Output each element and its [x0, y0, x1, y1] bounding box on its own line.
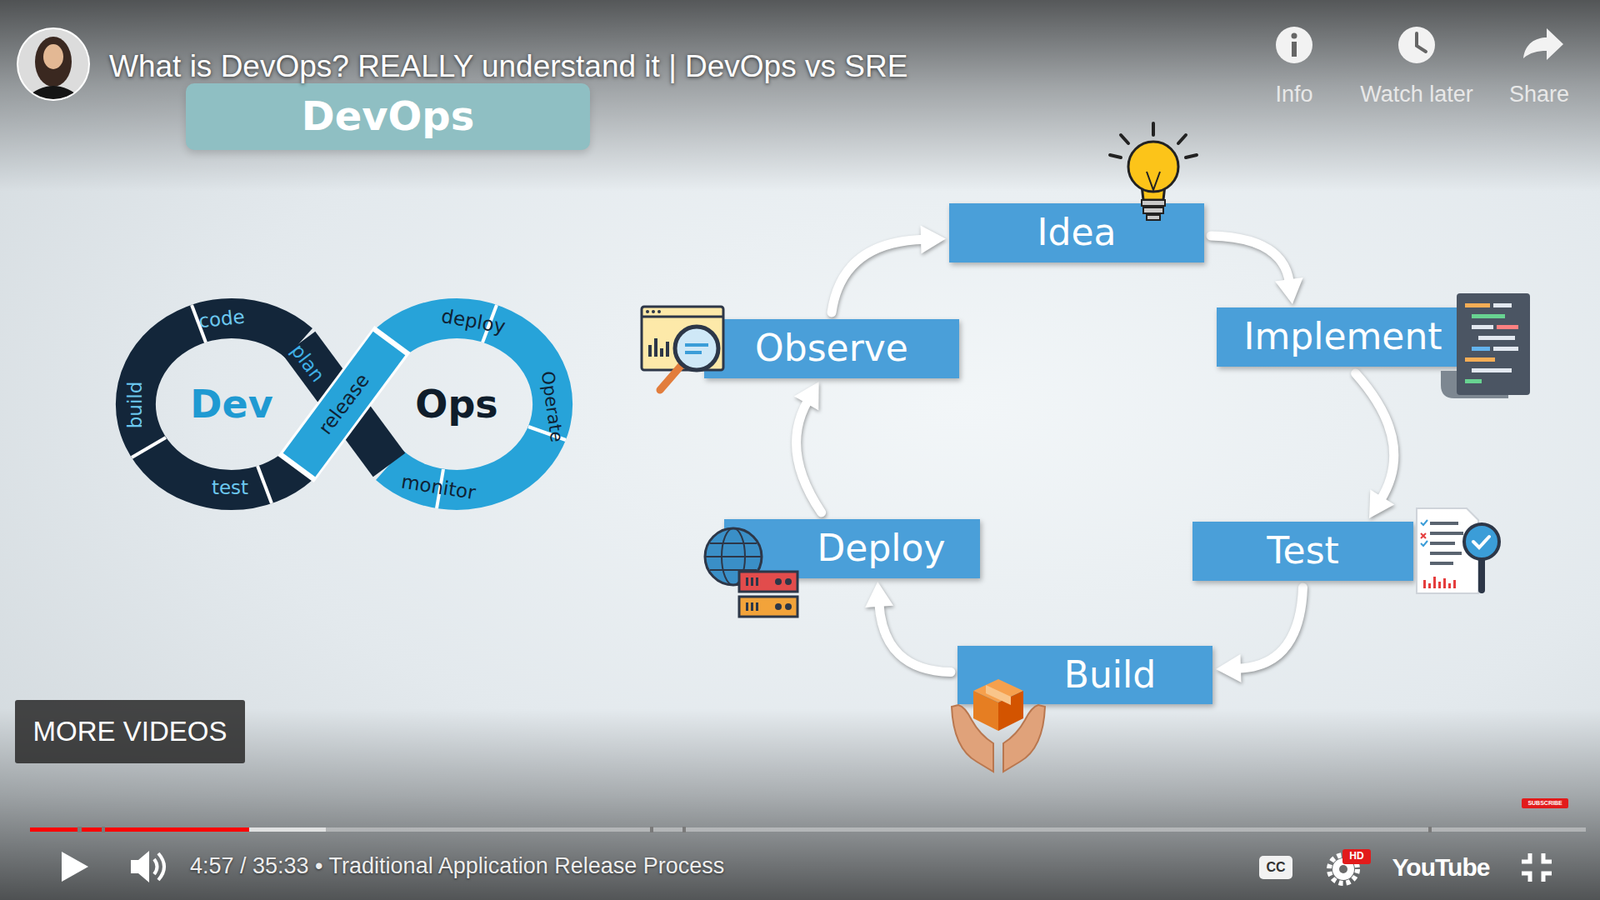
globe-server-icon	[705, 528, 798, 617]
fullscreen-exit-icon	[1521, 853, 1552, 882]
more-videos-button: MORE VIDEOS	[15, 700, 245, 764]
loop-stage-label: test	[211, 477, 249, 499]
arrow-heads	[1215, 654, 1241, 683]
captions-label: CC	[1265, 860, 1285, 875]
devops-infinity-loop	[131, 305, 566, 509]
loop-stage-label: release	[315, 370, 375, 439]
time-chapter-text: 4:57 / 35:33 • Traditional Application R…	[190, 854, 725, 880]
cycle-arrow	[1210, 235, 1304, 305]
loop-stage-label: plan	[286, 340, 329, 387]
arrow-heads	[794, 381, 820, 410]
box-label: Implement	[1243, 315, 1442, 359]
watch-later-icon	[1398, 26, 1435, 64]
arrow-heads	[1275, 277, 1304, 305]
settings-icon	[1329, 849, 1371, 884]
arrow-head	[1369, 490, 1395, 519]
overlay-button-label: Share	[1509, 82, 1570, 108]
loop-center-label: Dev	[190, 383, 273, 426]
arrow-heads	[865, 581, 894, 608]
box-label: DevOps	[301, 93, 475, 140]
progress-bar	[30, 826, 1586, 833]
captions-icon	[1259, 855, 1293, 880]
arrow-head	[1215, 654, 1241, 683]
process-box: Idea	[949, 203, 1205, 263]
youtube-logo: YouTube	[1392, 853, 1490, 881]
overlay-button-label: Watch later	[1360, 82, 1474, 108]
process-box: Observe	[704, 319, 960, 379]
cycle-arrow	[1215, 587, 1304, 683]
hd-badge: HD	[1349, 850, 1364, 862]
monitoring-icon	[641, 306, 724, 390]
box-label: MORE VIDEOS	[33, 715, 228, 748]
loop-stage-label: code	[197, 306, 246, 333]
process-box: Test	[1192, 521, 1414, 581]
arrow-line	[1237, 587, 1304, 669]
arrow-heads	[1369, 490, 1395, 519]
loop-stage-label: deploy	[440, 305, 508, 338]
share-icon	[1523, 28, 1564, 60]
cycle-arrow	[794, 381, 822, 513]
info-icon	[1275, 26, 1313, 64]
box-label: Test	[1266, 530, 1340, 573]
overlay-button-label: Info	[1275, 82, 1313, 108]
arrow-head	[865, 581, 894, 608]
loop-stage-label: monitor	[400, 470, 478, 504]
box-label: Idea	[1037, 211, 1117, 255]
arrow-line	[879, 603, 951, 673]
box-label: Deploy	[816, 527, 945, 570]
arrow-head	[1275, 277, 1304, 305]
arrow-head	[920, 225, 946, 254]
box-label: Build	[1064, 654, 1156, 697]
test-report-icon	[1416, 508, 1500, 594]
arrow-line	[796, 400, 822, 513]
process-box: Deploy	[724, 519, 980, 579]
loop-stage-label: build	[125, 381, 146, 430]
cycle-arrow	[865, 581, 951, 673]
lightbulb-icon	[1110, 123, 1197, 220]
box-label: Observe	[755, 327, 909, 370]
cycle-arrow	[1355, 373, 1395, 519]
arrow-line	[1210, 235, 1290, 283]
arrow-head	[794, 381, 820, 410]
loop-center-label: Ops	[415, 383, 498, 426]
video-title: What is DevOps? REALLY understand it | D…	[109, 50, 908, 85]
play-icon	[61, 851, 89, 882]
cycle-arrow	[831, 225, 946, 313]
volume-icon	[130, 850, 165, 883]
arrow-heads	[920, 225, 946, 254]
subscribe-watermark	[1521, 798, 1569, 809]
heading-box: DevOps	[185, 83, 590, 150]
arrow-line	[831, 239, 925, 313]
arrow-line	[1355, 373, 1395, 500]
package-hands-icon	[951, 679, 1045, 772]
process-box: Implement	[1216, 307, 1470, 367]
code-document-icon	[1440, 293, 1530, 399]
subscribe-watermark-text: SUBSCRIBE	[1527, 800, 1562, 807]
channel-avatar	[16, 27, 90, 102]
loop-stage-label: Operate	[537, 370, 567, 444]
